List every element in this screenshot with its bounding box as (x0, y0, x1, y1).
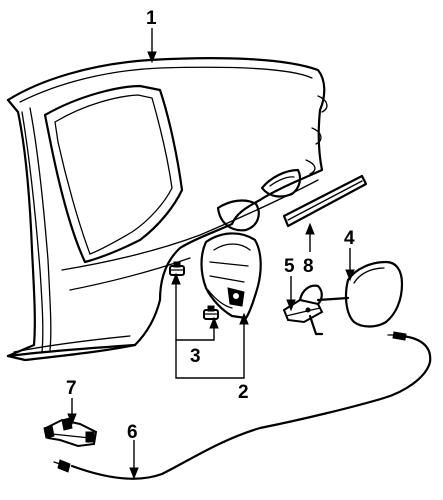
quarter-panel-icon (6, 57, 328, 362)
molding-strip-icon (282, 174, 368, 228)
release-cable-icon (53, 331, 432, 480)
fuel-door-icon (316, 260, 404, 328)
release-handle-icon (43, 417, 98, 448)
door-hinge-icon (282, 284, 324, 336)
callout-8: 8 (303, 256, 314, 277)
callout-6: 6 (127, 422, 138, 443)
housing-clip-lower-icon (203, 305, 219, 320)
callout-4: 4 (344, 228, 355, 249)
housing-clip-upper-icon (169, 261, 185, 276)
callout-7: 7 (66, 378, 77, 399)
callout-3: 3 (190, 346, 201, 367)
fuel-filler-housing-icon (200, 232, 262, 320)
callout-2: 2 (238, 382, 249, 403)
callout-5: 5 (284, 256, 295, 277)
leader-lines (67, 28, 355, 480)
callout-1: 1 (146, 8, 157, 29)
